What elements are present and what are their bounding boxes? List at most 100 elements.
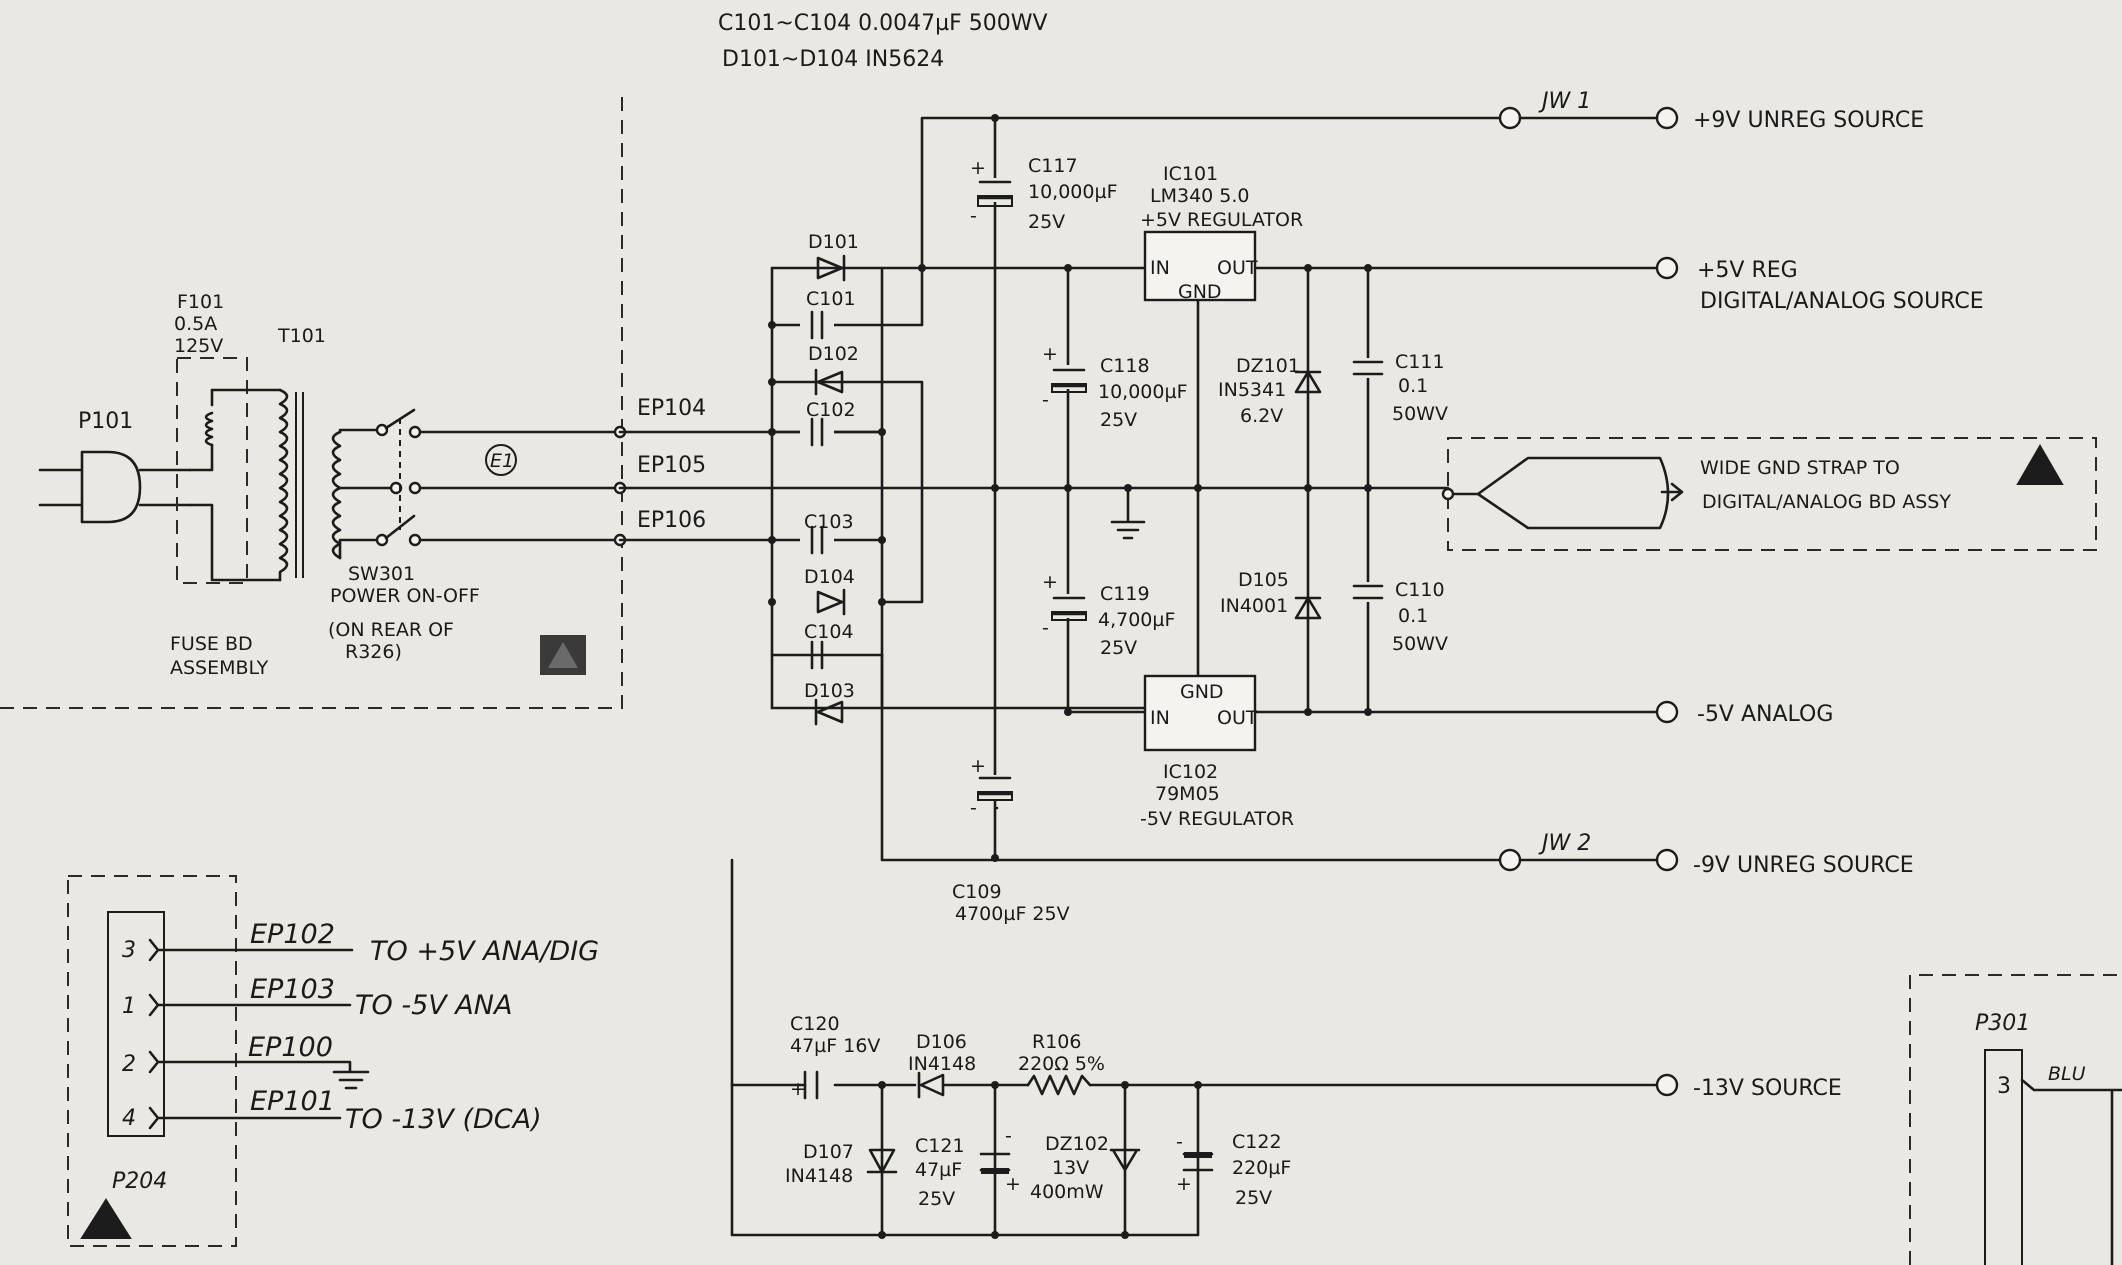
dz102-ref: DZ102 xyxy=(1045,1133,1109,1155)
switch-note2: R326) xyxy=(345,641,402,663)
fuse-board-box xyxy=(176,357,248,584)
cap-c111-voltage: 50WV xyxy=(1392,403,1448,425)
header-note-diodes: D101~D104 IN5624 xyxy=(722,47,944,72)
diode-d101-label: D101 xyxy=(808,231,859,253)
dz101-voltage: 6.2V xyxy=(1240,405,1283,427)
ic101-part: LM340 5.0 xyxy=(1150,185,1250,207)
output-plus9-label: +9V UNREG SOURCE xyxy=(1693,108,1924,133)
p301-wire xyxy=(2020,1078,2122,1265)
switch-note1: (ON REAR OF xyxy=(328,619,454,641)
p204-desc4: TO -13V (DCA) xyxy=(345,1104,542,1135)
fuse-f101-symbol xyxy=(188,388,282,582)
cap-c119-ref: C119 xyxy=(1100,583,1150,605)
cap-c119-voltage: 25V xyxy=(1100,637,1137,659)
c121-value: 47µF xyxy=(915,1159,962,1181)
bridge-diode-d101 xyxy=(816,254,846,282)
cap-c111-ref: C111 xyxy=(1395,351,1445,373)
d107-part: IN4148 xyxy=(785,1165,853,1187)
jw2-label: JW 2 xyxy=(1538,831,1591,856)
cap-c110-value: 0.1 xyxy=(1398,605,1428,627)
r106-value: 220Ω 5% xyxy=(1018,1053,1105,1075)
ground-strap-label1: WIDE GND STRAP TO xyxy=(1700,457,1900,479)
switch-ref: SW301 xyxy=(348,563,415,585)
cap-c118-voltage: 25V xyxy=(1100,409,1137,431)
c122-voltage: 25V xyxy=(1235,1187,1272,1209)
cap-c109-symbol: +- xyxy=(970,755,1013,819)
svg-text:-: - xyxy=(1005,1125,1012,1147)
resistor-r106-symbol xyxy=(1026,1074,1092,1096)
p204-pin1-num: 3 xyxy=(122,938,136,963)
svg-text:-: - xyxy=(970,205,977,227)
cap-c110-ref: C110 xyxy=(1395,579,1445,601)
p204-pin2-num: 1 xyxy=(122,994,136,1019)
output-minus13-label: -13V SOURCE xyxy=(1693,1076,1842,1101)
regulator-ic102 xyxy=(1143,674,1257,752)
output-plus5-label1: +5V REG xyxy=(1697,258,1798,283)
cap-c118-value: 10,000µF xyxy=(1098,381,1188,403)
d105-ref: D105 xyxy=(1238,569,1289,591)
cap-c122-symbol: -+ xyxy=(1176,1131,1214,1195)
cap-c102-label: C102 xyxy=(806,399,856,421)
svg-text:+: + xyxy=(1005,1173,1021,1195)
cap-c117-ref: C117 xyxy=(1028,155,1078,177)
diode-d106-symbol xyxy=(917,1071,945,1099)
cap-c117-voltage: 25V xyxy=(1028,211,1065,233)
p204-pin4-num: 4 xyxy=(122,1106,136,1131)
output-minus5-label: -5V ANALOG xyxy=(1697,702,1833,727)
p204-ep102: EP102 xyxy=(250,919,335,950)
bridge-diode-d103 xyxy=(814,698,844,726)
cap-c109-ref: C109 xyxy=(952,881,1002,903)
cap-c110-symbol xyxy=(1352,582,1384,602)
output-plus5-label2: DIGITAL/ANALOG SOURCE xyxy=(1700,289,1984,314)
cap-c103-label: C103 xyxy=(804,511,854,533)
dz102-voltage: 13V xyxy=(1052,1157,1089,1179)
p204-pin3-num: 2 xyxy=(122,1052,136,1077)
cap-c117-symbol: +- xyxy=(970,157,1013,227)
p301-boundary xyxy=(1909,974,2122,1265)
plug-p101-label: P101 xyxy=(78,409,133,434)
c121-ref: C121 xyxy=(915,1135,965,1157)
svg-text:-: - xyxy=(1042,389,1049,411)
d105-part: IN4001 xyxy=(1220,595,1288,617)
ground-symbol xyxy=(1110,486,1146,540)
power-switch-sw301 xyxy=(375,408,622,547)
junction-dots xyxy=(768,114,1372,1239)
fuse-voltage: 125V xyxy=(174,335,223,357)
cap-c101-label: C101 xyxy=(806,288,856,310)
diode-d102-label: D102 xyxy=(808,343,859,365)
cap-c104-label: C104 xyxy=(804,621,854,643)
p204-wires xyxy=(148,938,370,1130)
d106-part: IN4148 xyxy=(908,1053,976,1075)
cap-c119-value: 4,700µF xyxy=(1098,609,1175,631)
svg-text:-: - xyxy=(1176,1131,1183,1153)
ic102-pin-out: OUT xyxy=(1217,707,1258,729)
main-wiring xyxy=(618,116,1667,1237)
jumper-jw2 xyxy=(1498,848,1679,872)
eyelet-ep106-label: EP106 xyxy=(637,508,706,533)
ground-strap-symbol xyxy=(1441,456,1684,530)
svg-text:+: + xyxy=(1176,1173,1192,1195)
fuse-rating: 0.5A xyxy=(174,313,217,335)
ic102-ref: IC102 xyxy=(1163,761,1218,783)
cap-c120-value: 47µF 16V xyxy=(790,1035,880,1057)
jumper-jw1 xyxy=(1498,106,1679,130)
c122-value: 220µF xyxy=(1232,1157,1291,1179)
fuse-board-caption2: ASSEMBLY xyxy=(170,657,269,679)
fuse-ref: F101 xyxy=(177,291,224,313)
diode-d103-label: D103 xyxy=(804,680,855,702)
p204-ep100: EP100 xyxy=(248,1032,333,1063)
jw1-label: JW 1 xyxy=(1538,89,1591,114)
svg-text:-: - xyxy=(1042,617,1049,639)
cap-c117-value: 10,000µF xyxy=(1028,181,1118,203)
cap-c110-voltage: 50WV xyxy=(1392,633,1448,655)
cap-c120-ref: C120 xyxy=(790,1013,840,1035)
ic101-pin-out: OUT xyxy=(1217,257,1258,279)
ic102-part: 79M05 xyxy=(1155,783,1220,805)
zener-dz101-symbol xyxy=(1294,370,1322,394)
cap-c121-symbol: -+ xyxy=(979,1083,1021,1237)
output-plus5-terminal xyxy=(1655,256,1679,280)
cap-c111-symbol xyxy=(1352,358,1384,378)
d106-ref: D106 xyxy=(916,1031,967,1053)
switch-desc: POWER ON-OFF xyxy=(330,585,480,607)
